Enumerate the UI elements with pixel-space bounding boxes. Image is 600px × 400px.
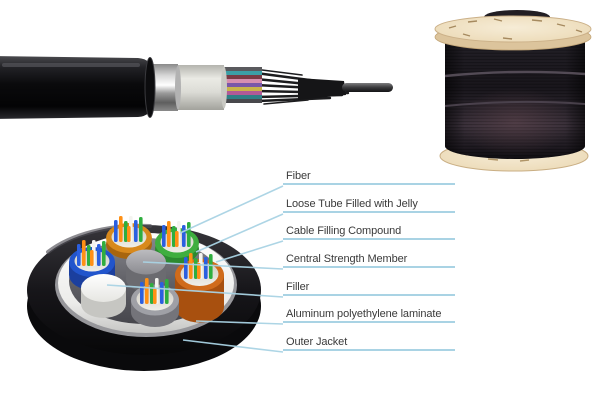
loose-tube-green	[155, 221, 199, 264]
cable-spool-photo	[434, 10, 592, 172]
label-aluminum-laminate: Aluminum polyethylene laminate	[283, 307, 455, 323]
cable-white-wrap	[176, 65, 224, 110]
cable-outer-jacket	[0, 56, 152, 119]
label-filler: Filler	[283, 280, 455, 296]
label-loose-tube: Loose Tube Filled with Jelly	[283, 197, 455, 213]
label-central-strength-member: Central Strength Member	[283, 252, 455, 268]
cross-section-diagram	[27, 216, 261, 371]
colored-strand-bands	[221, 67, 262, 103]
armor-edge	[175, 65, 181, 110]
leader-line-aluminum-laminate	[195, 320, 284, 325]
leader-line-outer-jacket	[182, 339, 284, 353]
label-fiber: Fiber	[283, 169, 455, 185]
jacket-highlight	[2, 63, 140, 67]
wrap-edge	[221, 66, 227, 109]
loose-tube-gray	[131, 278, 179, 327]
spool-top-flange	[434, 15, 592, 43]
leader-line-fiber	[179, 185, 284, 234]
cable-strand-bundle	[298, 78, 346, 100]
label-cable-filling-compound: Cable Filling Compound	[283, 224, 455, 240]
leader-line-filler	[106, 284, 284, 298]
leader-lines	[106, 185, 284, 353]
central-member-rod	[342, 83, 393, 92]
filler-rod	[81, 274, 126, 318]
winding-sheen	[457, 88, 573, 156]
label-outer-jacket: Outer Jacket	[283, 335, 455, 351]
stripped-cable-photo	[0, 56, 393, 119]
leader-line-loose-tube	[195, 213, 284, 253]
leader-line-central-strength-member	[142, 261, 284, 270]
winding-layer-gap-2	[444, 100, 586, 107]
leader-line-cable-filling-compound	[215, 240, 284, 263]
top-flange-grain	[448, 18, 583, 40]
jacket-cut-edge	[144, 57, 156, 118]
winding-layer-gap-1	[444, 70, 586, 78]
